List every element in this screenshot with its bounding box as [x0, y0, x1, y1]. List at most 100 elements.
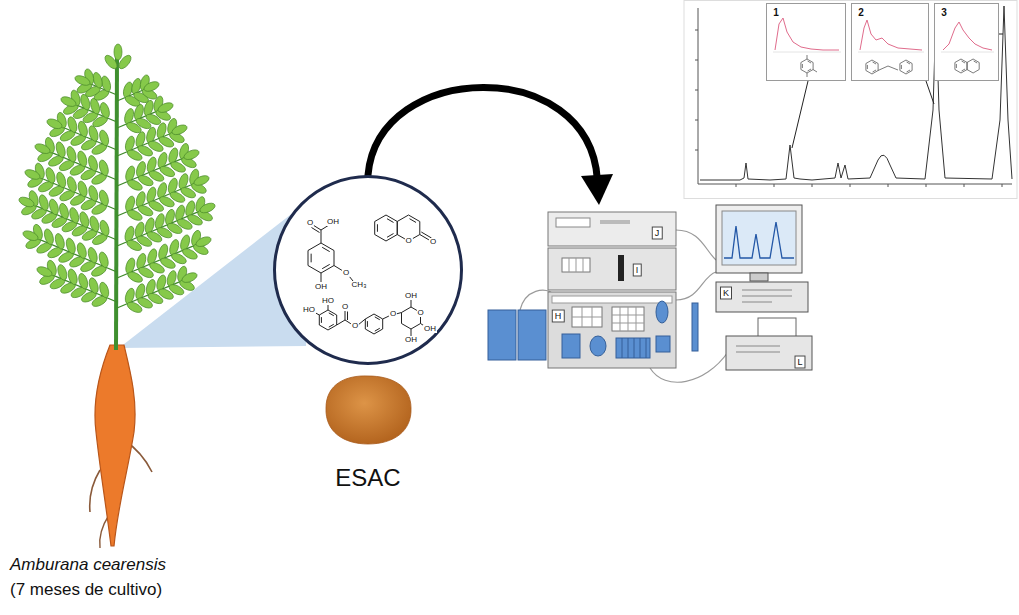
plant-leaves [98, 281, 110, 299]
plant-leaves [193, 174, 211, 188]
uv-spectrum [802, 64, 803, 68]
arrow-head [581, 174, 613, 205]
printer [758, 318, 796, 338]
plant-leaves [46, 117, 64, 131]
hplc-instrument [552, 296, 672, 303]
hplc-instrument [616, 338, 650, 358]
plant-leaves [79, 93, 91, 111]
plant-leaves [74, 74, 92, 88]
uv-spectrum [941, 52, 994, 53]
plant-leaves [77, 120, 89, 138]
hplc-instrument [488, 310, 516, 360]
uv-spectrum [962, 69, 966, 71]
chemical-structures [308, 243, 334, 273]
plant-leaves [195, 235, 213, 249]
uv-spectrum [867, 65, 868, 69]
plant-leaves [58, 202, 70, 220]
hplc-instrument [590, 336, 606, 356]
plant-leaves [89, 97, 101, 115]
hplc-instrument [548, 292, 676, 368]
plant-leaves [78, 211, 90, 229]
chemical-structures [311, 254, 312, 263]
chemical-structures [377, 224, 378, 232]
uv-spectrum [858, 52, 924, 53]
uv-spectrum [956, 64, 957, 68]
plant-leaves [88, 277, 100, 295]
plant-leaves [67, 268, 79, 286]
computer [716, 205, 808, 312]
chemical-structures [347, 312, 348, 321]
computer [716, 282, 808, 312]
plant-leaves [48, 198, 60, 216]
hplc-instrument [600, 220, 630, 224]
atom-label: O [341, 303, 349, 311]
computer [716, 205, 802, 273]
plant-leaves [43, 228, 55, 246]
plant-leaves [18, 44, 217, 315]
plant-leaves [87, 185, 99, 203]
printer-unit: L [722, 318, 817, 376]
chemical-structures [345, 311, 346, 320]
uv-spectrum [967, 59, 979, 73]
plant-leaves [44, 167, 56, 185]
plant-leaves [76, 180, 88, 198]
chemical-structures [411, 300, 412, 307]
atom-label: O [389, 310, 397, 318]
atom-label: O [306, 219, 314, 227]
peak-number: 3 [941, 8, 947, 18]
chromatogram [684, 1, 1017, 199]
plant-leaves [65, 237, 77, 255]
plant-leaves [99, 101, 111, 119]
chemical-structures [319, 310, 336, 330]
hplc-instrument [518, 310, 546, 360]
uv-spectrum [900, 60, 912, 74]
hplc-instrument [562, 258, 590, 272]
hplc-instrument [612, 307, 644, 331]
uv-spectrum [878, 66, 888, 71]
computer-workstation: K [712, 203, 812, 313]
plant-leaves [98, 251, 110, 269]
hplc-instrument [656, 336, 670, 352]
chemical-structures [365, 314, 382, 334]
uv-spectrum [955, 59, 967, 73]
plant-leaves [98, 129, 110, 147]
computer [724, 222, 794, 258]
uv-spectrum [974, 61, 978, 63]
printer [736, 346, 780, 352]
plant-leaves [103, 53, 119, 70]
plant-root [95, 345, 135, 546]
plant-leaves [76, 242, 88, 260]
uv-spectrum [943, 22, 992, 50]
hplc-instrument [692, 303, 698, 351]
module-letter: J [652, 227, 663, 240]
atom-label: O [351, 322, 359, 330]
uv-spectrum [901, 65, 902, 69]
plant-root [90, 470, 100, 512]
uv-spectrum [888, 66, 898, 70]
hplc-system: JIH [545, 208, 680, 370]
uv-spectrum [866, 60, 878, 74]
chemical-structures [321, 317, 322, 323]
plant-leaves [18, 195, 36, 209]
plant-leaves [24, 168, 42, 182]
chemical-structures [337, 320, 345, 325]
hplc-instrument [488, 212, 728, 382]
uv-spectrum [907, 70, 911, 72]
uv-spectrum [807, 73, 808, 77]
uv-spectrum-inset: 2 [851, 3, 929, 81]
atom-label: OH [314, 283, 328, 291]
hplc-instrument [569, 258, 583, 272]
chemical-structures [329, 324, 334, 327]
arrow-line [368, 87, 597, 179]
atom-label: HO [321, 297, 335, 305]
uv-spectrum [808, 61, 812, 63]
plant-leaves [56, 264, 68, 282]
peak-number: 2 [858, 8, 864, 18]
hplc-instrument [562, 334, 580, 358]
uv-spectrum [907, 62, 911, 64]
module-letter: K [720, 287, 732, 300]
plant-leaves [34, 142, 52, 156]
hplc-instrument [520, 230, 728, 382]
plant-leaves [68, 207, 80, 225]
